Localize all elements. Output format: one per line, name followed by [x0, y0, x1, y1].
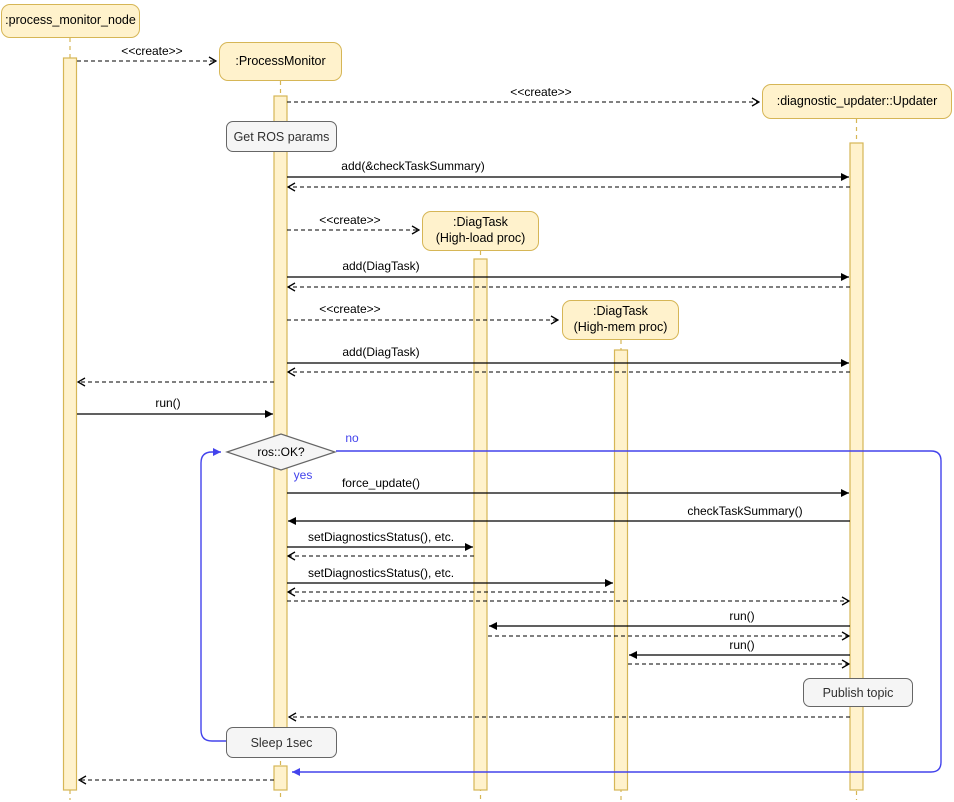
message-label-run-diagtask-2: run(): [729, 638, 754, 652]
message-label-create-diagtask-2: <<create>>: [319, 302, 380, 316]
actor-process-monitor-node: :process_monitor_node: [1, 4, 140, 38]
note-label: Get ROS params: [234, 130, 330, 144]
loop-back-path: [201, 452, 226, 741]
note-get-ros-params: Get ROS params: [226, 121, 337, 152]
activation-process-monitor-node: [64, 58, 77, 790]
actor-label: :diagnostic_updater::Updater: [777, 94, 938, 110]
message-label-create-updater: <<create>>: [510, 85, 571, 99]
message-label-create-processmonitor: <<create>>: [121, 44, 182, 58]
actor-label: :DiagTask: [453, 215, 508, 231]
message-label-add-diagtask-1: add(DiagTask): [342, 259, 419, 273]
decision-no-label: no: [345, 431, 358, 445]
actor-label: :DiagTask: [593, 304, 648, 320]
note-publish-topic: Publish topic: [803, 678, 913, 707]
loop-flow: [201, 451, 941, 772]
note-sleep-1sec: Sleep 1sec: [226, 727, 337, 758]
actor-sublabel: (High-load proc): [436, 231, 526, 247]
actor-diagnostic-updater: :diagnostic_updater::Updater: [762, 84, 952, 119]
actor-diagtask-high-mem: :DiagTask (High-mem proc): [562, 300, 679, 340]
message-label-setdiagnosticsstatus-1: setDiagnosticsStatus(), etc.: [308, 530, 454, 544]
lifelines: [70, 38, 857, 800]
actor-processmonitor: :ProcessMonitor: [219, 42, 342, 81]
message-label-checktasksummary-callback: checkTaskSummary(): [687, 504, 802, 518]
decision-yes-label: yes: [294, 468, 313, 482]
message-label-add-diagtask-2: add(DiagTask): [342, 345, 419, 359]
activation-diagtask-high-load: [474, 259, 487, 790]
actor-sublabel: (High-mem proc): [574, 320, 668, 336]
message-label-setdiagnosticsstatus-2: setDiagnosticsStatus(), etc.: [308, 566, 454, 580]
activation-diagtask-high-mem: [615, 350, 628, 790]
message-label-force-update: force_update(): [342, 476, 420, 490]
actor-diagtask-high-load: :DiagTask (High-load proc): [422, 211, 539, 251]
message-label-add-checktasksummary: add(&checkTaskSummary): [341, 159, 484, 173]
message-label-run-processmonitor: run(): [155, 396, 180, 410]
note-label: Sleep 1sec: [251, 736, 313, 750]
actor-label: :process_monitor_node: [5, 13, 136, 29]
decision-condition-label: ros::OK?: [257, 445, 304, 459]
activation-processmonitor-loop-exit: [274, 766, 287, 790]
note-label: Publish topic: [823, 686, 894, 700]
message-label-run-diagtask-1: run(): [729, 609, 754, 623]
message-label-create-diagtask-1: <<create>>: [319, 213, 380, 227]
activation-processmonitor-main: [274, 96, 287, 728]
actor-label: :ProcessMonitor: [235, 54, 325, 70]
